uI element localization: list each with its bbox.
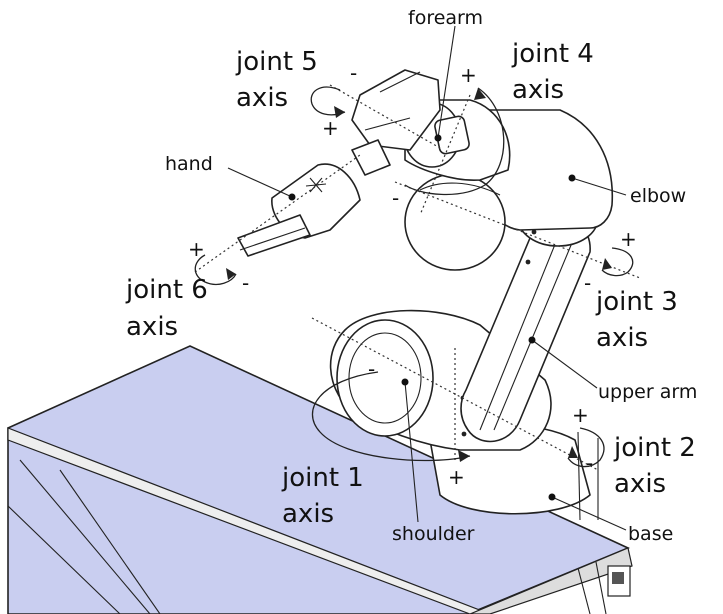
joint4-plus-sign: + [460, 63, 477, 87]
label-hand: hand [165, 153, 213, 175]
elbow-cylinder-edge [419, 182, 501, 196]
joint4-minus-sign: - [392, 186, 399, 210]
label-elbow: elbow [630, 185, 686, 207]
part-labels: forearm hand elbow upper arm shoulder ba… [165, 7, 697, 545]
joint1-plus-sign: + [448, 465, 465, 489]
label-base: base [628, 523, 673, 545]
table-side-edge [469, 547, 633, 614]
label-joint6: joint 6 [125, 275, 208, 305]
label-joint1-axis: axis [282, 499, 334, 529]
joint6-minus-sign: - [242, 271, 249, 295]
joint6-rotation-arc [194, 254, 237, 286]
table-corner-bolt [612, 572, 624, 584]
label-shoulder: shoulder [392, 523, 475, 545]
upper-arm-inner-edge [479, 231, 561, 431]
joint6-plus-sign: + [188, 237, 205, 261]
joint4-axis-line [419, 94, 471, 216]
shoulder-leader-dot [401, 378, 409, 386]
table-leg [19, 459, 151, 614]
table-leg [577, 567, 591, 614]
label-joint1: joint 1 [281, 463, 364, 493]
base-edge [577, 431, 581, 521]
joint1-rotation-arc [311, 371, 471, 462]
table [7, 345, 633, 614]
joint5-rotation-arc [310, 86, 346, 116]
joint-labels: joint 5 axis joint 4 axis joint 6 axis j… [125, 39, 696, 529]
table-leg [7, 505, 121, 614]
upper-arm-inner-edge [493, 237, 575, 431]
arrowhead [602, 258, 612, 270]
label-joint2-axis: axis [614, 469, 666, 499]
label-joint3: joint 3 [595, 287, 678, 317]
joint3-minus-sign: - [584, 271, 591, 295]
rotation-arcs [194, 86, 634, 468]
shoulder-leader [404, 381, 419, 523]
forearm-leader [437, 25, 456, 139]
joint3-plus-sign: + [620, 227, 637, 251]
elbow-leader-dot [568, 174, 576, 182]
hand-leader-dot [288, 193, 296, 201]
hand-logo [305, 177, 327, 193]
elbow-roll-cylinder [404, 173, 506, 271]
elbow-leader [571, 177, 627, 196]
label-joint4-axis: axis [512, 75, 564, 105]
joint-axes [194, 84, 641, 471]
wrist-edge [364, 117, 411, 131]
rotation-signs: - + + - + - + - + - - + [188, 61, 637, 489]
joint3-axis-line [394, 181, 641, 279]
joint5-minus-sign: - [350, 61, 357, 85]
arrowhead [568, 446, 578, 458]
arrowhead [226, 268, 236, 280]
wrist-group [237, 69, 441, 257]
label-joint2: joint 2 [613, 433, 696, 463]
base-leader [551, 496, 627, 531]
hand-finger-edge [239, 227, 306, 251]
label-forearm: forearm [408, 7, 483, 29]
shoulder-cap [336, 319, 434, 437]
base-leader-dot [548, 493, 556, 501]
hand-finger [237, 214, 311, 257]
joint4-rotation-arc [404, 87, 505, 196]
joint5-plus-sign: + [322, 116, 339, 140]
table-leg [595, 561, 607, 614]
upper-arm-leader [531, 339, 598, 389]
joint5-axis-line [329, 84, 441, 149]
joint2-minus-sign: - [586, 451, 593, 475]
upper-arm-leader-dot [528, 336, 536, 344]
label-joint4: joint 4 [511, 39, 594, 69]
joint6-axis-line [194, 154, 361, 273]
forearm-leader-dot [434, 134, 442, 142]
label-upper-arm: upper arm [598, 381, 697, 403]
label-joint5-axis: axis [236, 83, 288, 113]
joint3-rotation-arc [601, 247, 634, 277]
table-leg [59, 469, 161, 614]
joint1-minus-sign: - [368, 357, 375, 381]
joint2-plus-sign: + [572, 403, 589, 427]
wrist-body [351, 69, 441, 151]
joint2-rotation-arc [567, 427, 605, 468]
hand-leader [227, 167, 293, 198]
label-joint5: joint 5 [235, 47, 318, 77]
arrowhead [474, 88, 486, 100]
label-joint3-axis: axis [596, 323, 648, 353]
leader-lines [227, 25, 627, 531]
label-joint6-axis: axis [126, 312, 178, 342]
arrowhead [334, 106, 345, 118]
arrowhead [458, 450, 470, 462]
wrist-edge [379, 71, 421, 93]
wrist-flange [351, 139, 391, 176]
table-front-edge [7, 427, 491, 614]
